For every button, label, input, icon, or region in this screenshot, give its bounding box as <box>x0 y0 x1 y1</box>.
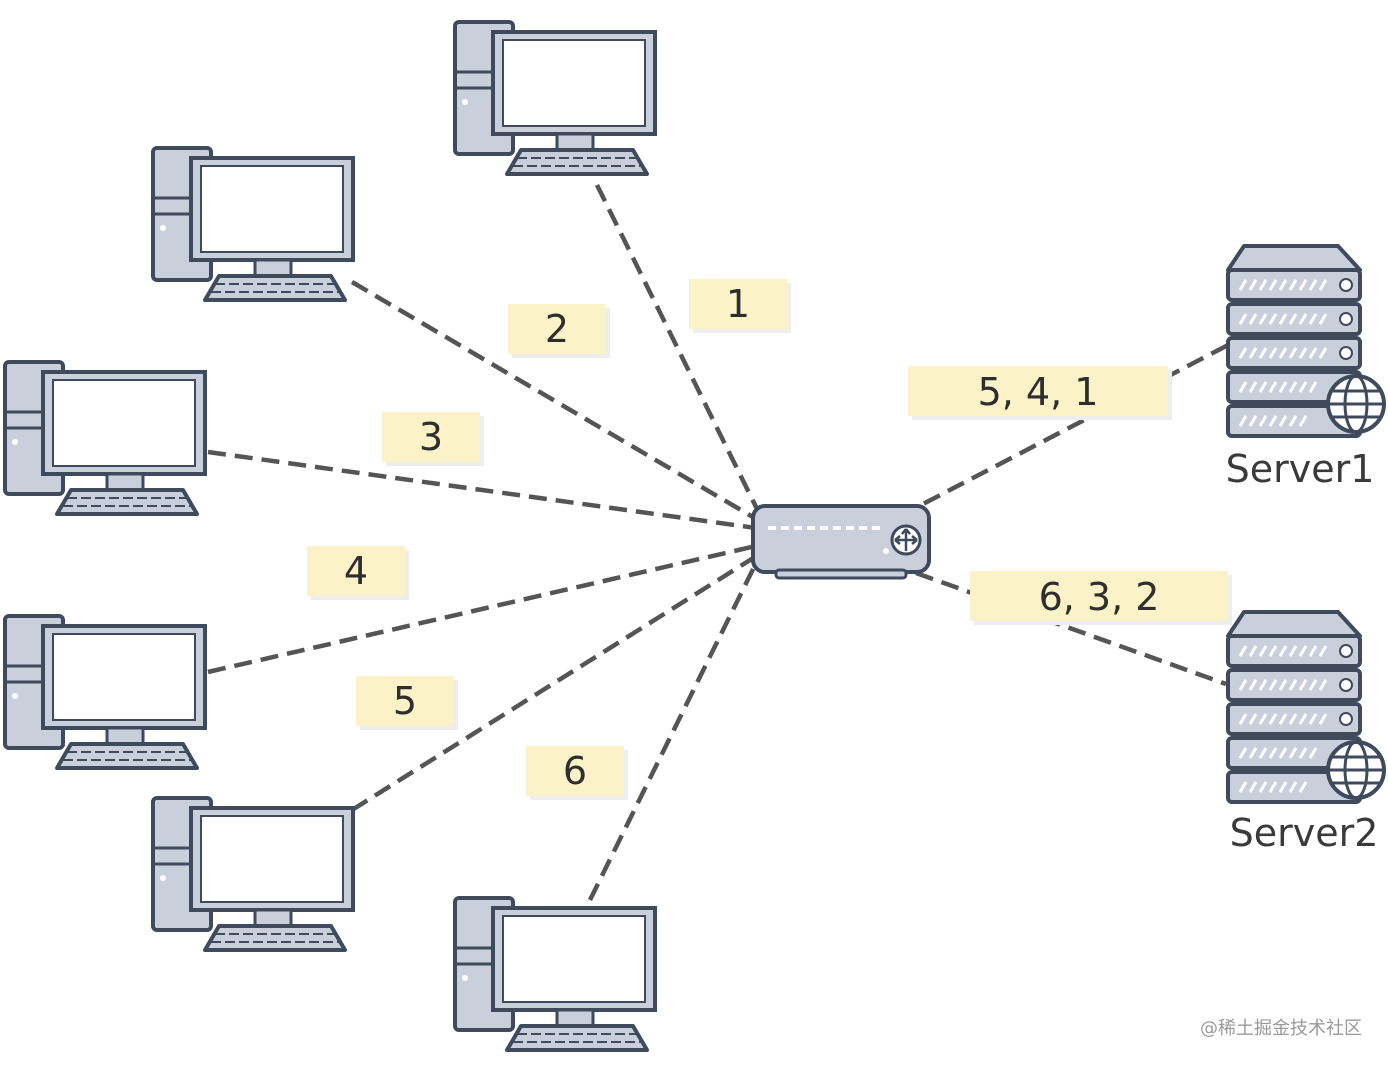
svg-text:5: 5 <box>393 679 417 723</box>
computer-icon <box>453 896 657 1052</box>
link-server-2 <box>915 570 1227 687</box>
link-client-3 <box>207 449 757 531</box>
svg-text:4: 4 <box>344 549 368 593</box>
client-label: 2 <box>508 304 610 358</box>
watermark: @稀土掘金技术社区 <box>1200 1018 1362 1039</box>
link-client-4 <box>207 543 757 675</box>
svg-text:2: 2 <box>545 307 569 351</box>
svg-text:6: 6 <box>563 749 587 793</box>
computer-icon <box>151 796 355 952</box>
server-name: Server1 <box>1226 447 1375 491</box>
client-label: 1 <box>689 279 791 333</box>
svg-text:6, 3, 2: 6, 3, 2 <box>1039 575 1160 619</box>
svg-text:5, 4, 1: 5, 4, 1 <box>978 370 1099 414</box>
client-label: 5 <box>356 676 458 730</box>
switch-icon <box>751 504 931 580</box>
svg-text:1: 1 <box>726 282 750 326</box>
server-name: Server2 <box>1230 811 1379 855</box>
connection-lines <box>207 184 1232 901</box>
computer-icon <box>3 360 207 516</box>
client-label: 6 <box>526 746 628 800</box>
computer-icon <box>453 20 657 176</box>
link-server-1 <box>898 342 1232 518</box>
server-icon <box>1226 244 1386 438</box>
computer-icon <box>151 146 355 302</box>
server-assignment-label: 6, 3, 2 <box>970 571 1232 625</box>
client-label: 3 <box>382 412 484 466</box>
computer-icon <box>3 614 207 770</box>
client-label: 4 <box>307 546 409 600</box>
link-client-1 <box>594 184 763 516</box>
link-client-2 <box>350 280 760 522</box>
server-assignment-label: 5, 4, 1 <box>908 366 1172 420</box>
svg-text:3: 3 <box>419 415 443 459</box>
server-icon <box>1226 610 1386 804</box>
link-client-6 <box>587 554 763 901</box>
